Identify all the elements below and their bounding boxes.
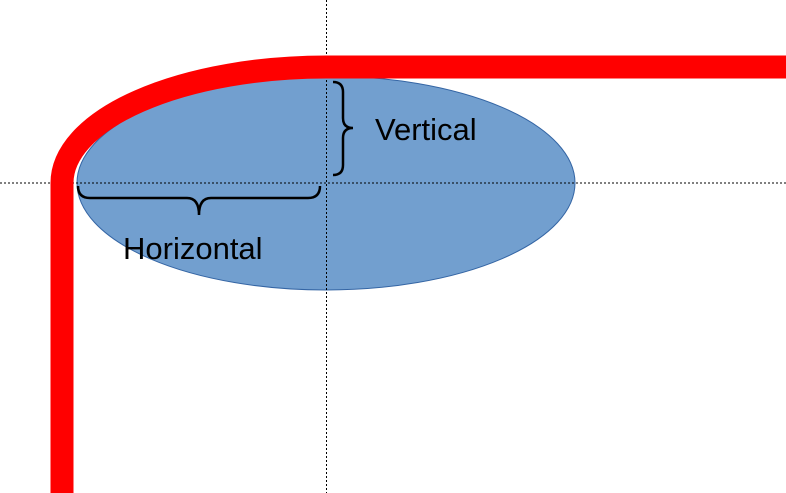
vertical-brace bbox=[332, 80, 354, 177]
horizontal-label: Horizontal bbox=[123, 231, 263, 266]
horizontal-brace bbox=[76, 185, 322, 216]
vertical-label: Vertical bbox=[375, 112, 477, 147]
rounded-corner-line bbox=[50, 55, 786, 493]
